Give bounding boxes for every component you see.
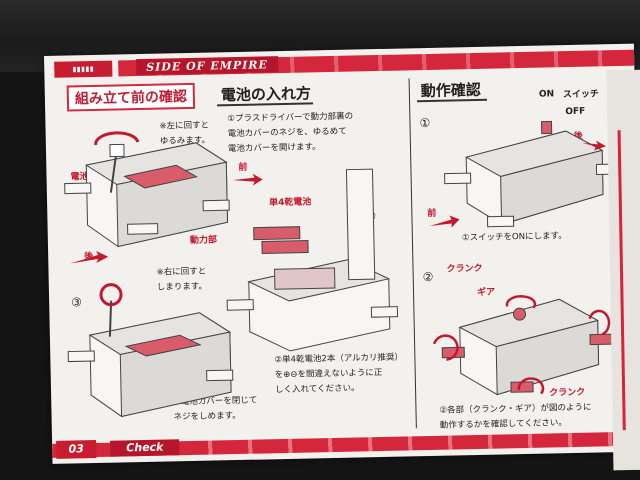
adjacent-page-stripe (617, 129, 640, 431)
arrow-front-icon (232, 173, 263, 186)
footer-label: Check (110, 439, 180, 457)
manual-page: ▮▮▮▮▮ SIDE OF EMPIRE 組み立て前の確認 ※左に回すと ゆるみ… (44, 43, 640, 464)
adjacent-page-edge (606, 69, 640, 471)
battery-illustration (226, 168, 399, 352)
page-number: 03 (56, 439, 97, 459)
battery-cell-icons (253, 226, 309, 254)
unit-illustration-bottom-right (441, 298, 613, 396)
screwdriver-icon (94, 131, 140, 193)
screwdriver-icon-2 (99, 283, 123, 337)
unit-illustration-top-left (64, 142, 230, 248)
illustrations (64, 120, 624, 418)
arrow-rear-icon (70, 250, 109, 264)
unit-illustration-top-right (444, 120, 624, 228)
rotation-arrow-icons (432, 295, 611, 395)
unit-illustration-bottom-left (67, 312, 234, 418)
arrow-switch-icon (429, 140, 607, 228)
